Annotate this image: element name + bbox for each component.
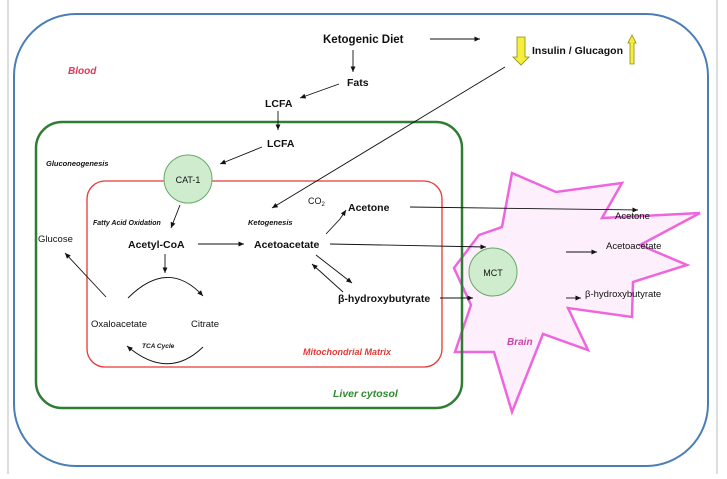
liver-cytosol-compartment xyxy=(34,120,464,410)
arrow-fats-to-lcfa xyxy=(299,83,340,99)
liver-cytosol-label: Liver cytosol xyxy=(333,388,399,400)
gluconeogenesis-label: Gluconeogenesis xyxy=(46,159,109,168)
arrow-lcfa-to-cat1 xyxy=(219,146,263,165)
mct-transporter xyxy=(468,247,518,297)
arrow-oxaloacetate-to-glucose xyxy=(64,252,107,298)
mitochondrial-matrix-label: Mitochondrial Matrix xyxy=(303,347,392,357)
bhb-brain-label: β-hydroxybutyrate xyxy=(585,289,661,300)
citrate-label: Citrate xyxy=(191,319,219,330)
bhb-liver-label: β-hydroxybutyrate xyxy=(338,293,430,305)
blood-label: Blood xyxy=(68,66,97,77)
mitochondrial-matrix-compartment xyxy=(86,180,443,368)
arrow-acetoacetate-to-mct xyxy=(329,243,487,250)
arrow-acetone-to-brain xyxy=(409,206,639,213)
co2-subscript: 2 xyxy=(322,202,326,208)
insulin-glucagon-label: Insulin / Glucagon xyxy=(532,45,623,57)
fatty-acid-oxidation-label: Fatty Acid Oxidation xyxy=(93,220,161,227)
arrow-bhb-to-acetoacetate xyxy=(311,263,344,293)
ketogenesis-label: Ketogenesis xyxy=(248,218,293,227)
insulin-down-arrow-icon xyxy=(512,36,530,66)
arrow-oxaloacetate-to-citrate xyxy=(127,277,204,299)
glucose-label: Glucose xyxy=(38,234,73,245)
arrow-citrate-to-oxaloacetate xyxy=(126,345,204,365)
arrow-acetoacetate-to-acetone xyxy=(325,209,347,235)
tca-cycle-label: TCA Cycle xyxy=(142,343,175,350)
arrow-hormones-to-ketogenesis xyxy=(271,66,506,209)
lcfa-blood-label: LCFA xyxy=(265,98,293,110)
fats-label: Fats xyxy=(347,77,369,89)
acetone-brain-label: Acetone xyxy=(615,211,650,222)
cat1-label: CAT-1 xyxy=(176,175,201,185)
acetoacetate-liver-label: Acetoacetate xyxy=(254,239,320,251)
blood-compartment xyxy=(13,13,709,467)
acetone-liver-label: Acetone xyxy=(348,202,390,214)
arrow-cat1-to-acetylcoa xyxy=(170,204,181,229)
co2-label: CO2 xyxy=(308,196,326,208)
lcfa-cytosol-label: LCFA xyxy=(267,138,295,150)
cat1-transporter xyxy=(163,154,213,204)
arrow-acetoacetate-to-bhb xyxy=(315,254,353,284)
acetyl-coa-label: Acetyl-CoA xyxy=(128,239,185,251)
oxaloacetate-label: Oxaloacetate xyxy=(91,319,147,330)
brain-label: Brain xyxy=(507,337,533,348)
mct-label: MCT xyxy=(483,268,503,278)
co2-text: CO xyxy=(308,196,322,206)
glucagon-up-arrow-icon xyxy=(627,34,637,65)
brain-compartment xyxy=(452,171,701,416)
acetoacetate-brain-label: Acetoacetate xyxy=(606,241,661,252)
ketogenic-diet-label: Ketogenic Diet xyxy=(323,34,404,46)
